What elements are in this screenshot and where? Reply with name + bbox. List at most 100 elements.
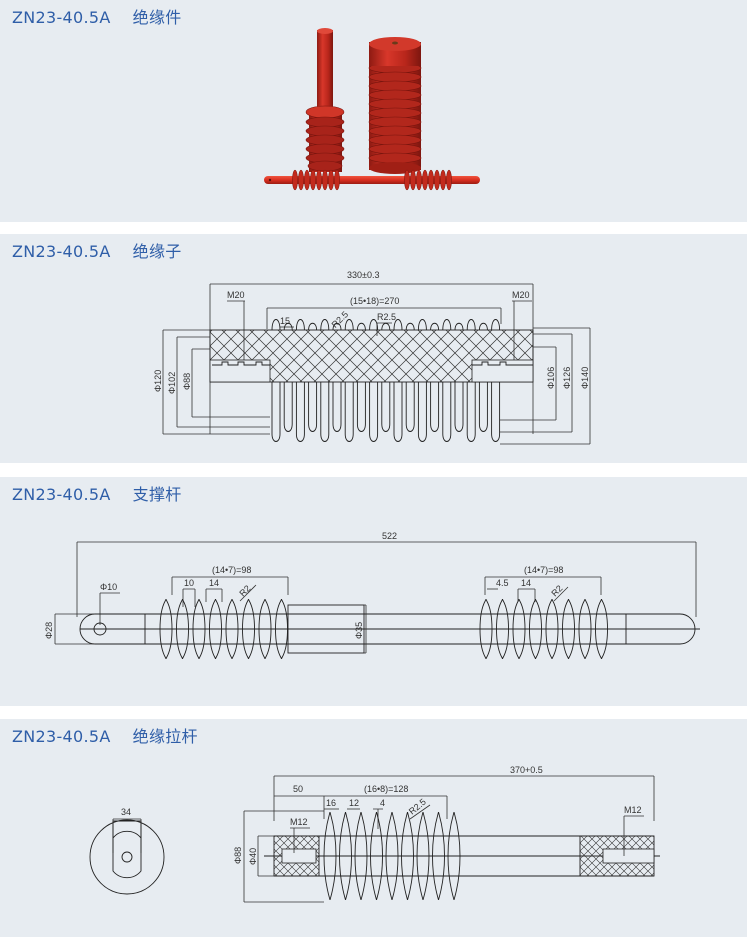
dim-length: 522 xyxy=(382,531,397,541)
rod-shed xyxy=(176,598,189,660)
shed-bump xyxy=(442,319,452,331)
dim-pitch: (15•18)=270 xyxy=(350,296,399,306)
shed-skirt xyxy=(369,382,379,442)
section-title: ZN23-40.5A 支撑杆 xyxy=(12,481,182,505)
dim-d40: Φ40 xyxy=(248,848,258,865)
shed-bump xyxy=(344,319,354,331)
dim-pitch-right: (14•7)=98 xyxy=(524,565,563,575)
rod-shed xyxy=(595,598,608,660)
part-name: 绝缘拉杆 xyxy=(132,727,198,746)
pull-rod-shed xyxy=(416,811,430,901)
shed-skirt xyxy=(454,382,464,432)
rod-shed xyxy=(159,598,173,660)
shed-skirt xyxy=(381,382,391,432)
dim-thread-right: M12 xyxy=(624,805,642,815)
shed-skirt xyxy=(283,382,293,432)
dim-d35: Φ35 xyxy=(354,622,364,639)
shed-bump xyxy=(478,322,488,331)
section-title: ZN23-40.5A 绝缘拉杆 xyxy=(12,723,198,747)
pull-rod-shed xyxy=(354,811,368,901)
shed-bump xyxy=(491,319,501,331)
shed-skirt xyxy=(393,382,403,442)
support-rod xyxy=(264,169,480,191)
shed-bump xyxy=(271,319,281,331)
large-insulator xyxy=(368,37,422,174)
small-insulator xyxy=(305,28,345,172)
part-name: 绝缘件 xyxy=(132,8,182,27)
model-number: ZN23-40.5A xyxy=(12,242,111,261)
shed-skirt xyxy=(295,382,305,442)
shed-bump xyxy=(393,319,403,331)
support-rod-sheds xyxy=(159,598,608,660)
part-name: 绝缘子 xyxy=(132,242,182,261)
section-support-rod: ZN23-40.5A 支撑杆 522 (14•7)=98 10 14 R2 (14… xyxy=(0,477,747,706)
shed-skirt xyxy=(417,382,427,442)
insulator-skirts xyxy=(271,382,501,442)
rod-shed xyxy=(578,598,592,660)
rod-shed xyxy=(225,598,239,660)
rod-shed xyxy=(242,598,255,660)
pull-rod-shed xyxy=(323,811,337,901)
shed-bump xyxy=(356,322,366,331)
dim-thread-left: M12 xyxy=(290,817,308,827)
section-pull-rod: ZN23-40.5A 绝缘拉杆 34 370+0.5 50 (16•8)=128 … xyxy=(0,719,747,937)
dim-length: 330±0.3 xyxy=(347,270,379,280)
section-title: ZN23-40.5A 绝缘件 xyxy=(12,4,182,28)
shed-skirt xyxy=(320,382,330,442)
insulator-drawing: 330±0.3 (15•18)=270 M20 M20 15 R2.5 R2.5… xyxy=(153,270,591,445)
model-number: ZN23-40.5A xyxy=(12,485,111,504)
insulator-sheds xyxy=(271,319,501,331)
dim-width: 34 xyxy=(121,807,131,817)
shed-skirt xyxy=(332,382,342,432)
shed-skirt xyxy=(271,382,281,442)
pull-rod-shed xyxy=(401,811,414,901)
rod-shed xyxy=(275,598,288,660)
shed-bump xyxy=(295,319,305,331)
dim-thread-left: M20 xyxy=(227,290,245,300)
shed-skirt xyxy=(442,382,452,442)
shed-skirt xyxy=(308,382,318,432)
section-title: ZN23-40.5A 绝缘子 xyxy=(12,238,182,262)
dim-a: 16 xyxy=(326,798,336,808)
product-photo xyxy=(264,28,480,191)
pull-rod-shed xyxy=(447,811,461,901)
pull-rod-shed xyxy=(370,811,383,901)
dim-hole: Φ10 xyxy=(100,582,117,592)
dim-shed-right-a: 4.5 xyxy=(496,578,509,588)
part-name: 支撑杆 xyxy=(132,485,182,504)
shed-skirt xyxy=(405,382,415,432)
section-insulator: ZN23-40.5A 绝缘子 330±0.3 (15•18)=270 M20 M2… xyxy=(0,234,747,463)
pull-rod-shed xyxy=(385,811,399,901)
shed-skirt xyxy=(466,382,476,442)
dim-end: 50 xyxy=(293,784,303,794)
dim-shed-left-b: 14 xyxy=(209,578,219,588)
shed-skirt xyxy=(344,382,354,442)
shed-bump xyxy=(308,322,318,331)
rod-shed xyxy=(479,598,493,660)
dim-radius-right: R2 xyxy=(549,583,564,598)
dim-shed-left-a: 10 xyxy=(184,578,194,588)
pull-rod-shed xyxy=(339,811,352,901)
shed-bump xyxy=(417,319,427,331)
dim-pitch-left: (14•7)=98 xyxy=(212,565,251,575)
dim-shed-right-b: 14 xyxy=(521,578,531,588)
rod-shed xyxy=(258,598,272,660)
shed-bump xyxy=(466,319,476,331)
dim-d126: Φ126 xyxy=(562,367,572,389)
shed-bump xyxy=(405,322,415,331)
dim-b: 12 xyxy=(349,798,359,808)
shed-bump xyxy=(369,319,379,331)
shed-bump xyxy=(381,322,391,331)
model-number: ZN23-40.5A xyxy=(12,727,111,746)
section-insulation-parts: ZN23-40.5A 绝缘件 xyxy=(0,0,747,222)
pull-rod-end-view: 34 xyxy=(89,807,165,895)
shed-bump xyxy=(283,322,293,331)
model-number: ZN23-40.5A xyxy=(12,8,111,27)
rod-shed xyxy=(529,598,542,660)
shed-skirt xyxy=(430,382,440,432)
shed-skirt xyxy=(478,382,488,432)
shed-skirt xyxy=(356,382,366,432)
pull-rod-drawing: 34 370+0.5 50 (16•8)=128 16 12 4 R2.5 M1… xyxy=(89,765,660,903)
dim-d88: Φ88 xyxy=(233,847,243,864)
dim-d140: Φ140 xyxy=(580,367,590,389)
